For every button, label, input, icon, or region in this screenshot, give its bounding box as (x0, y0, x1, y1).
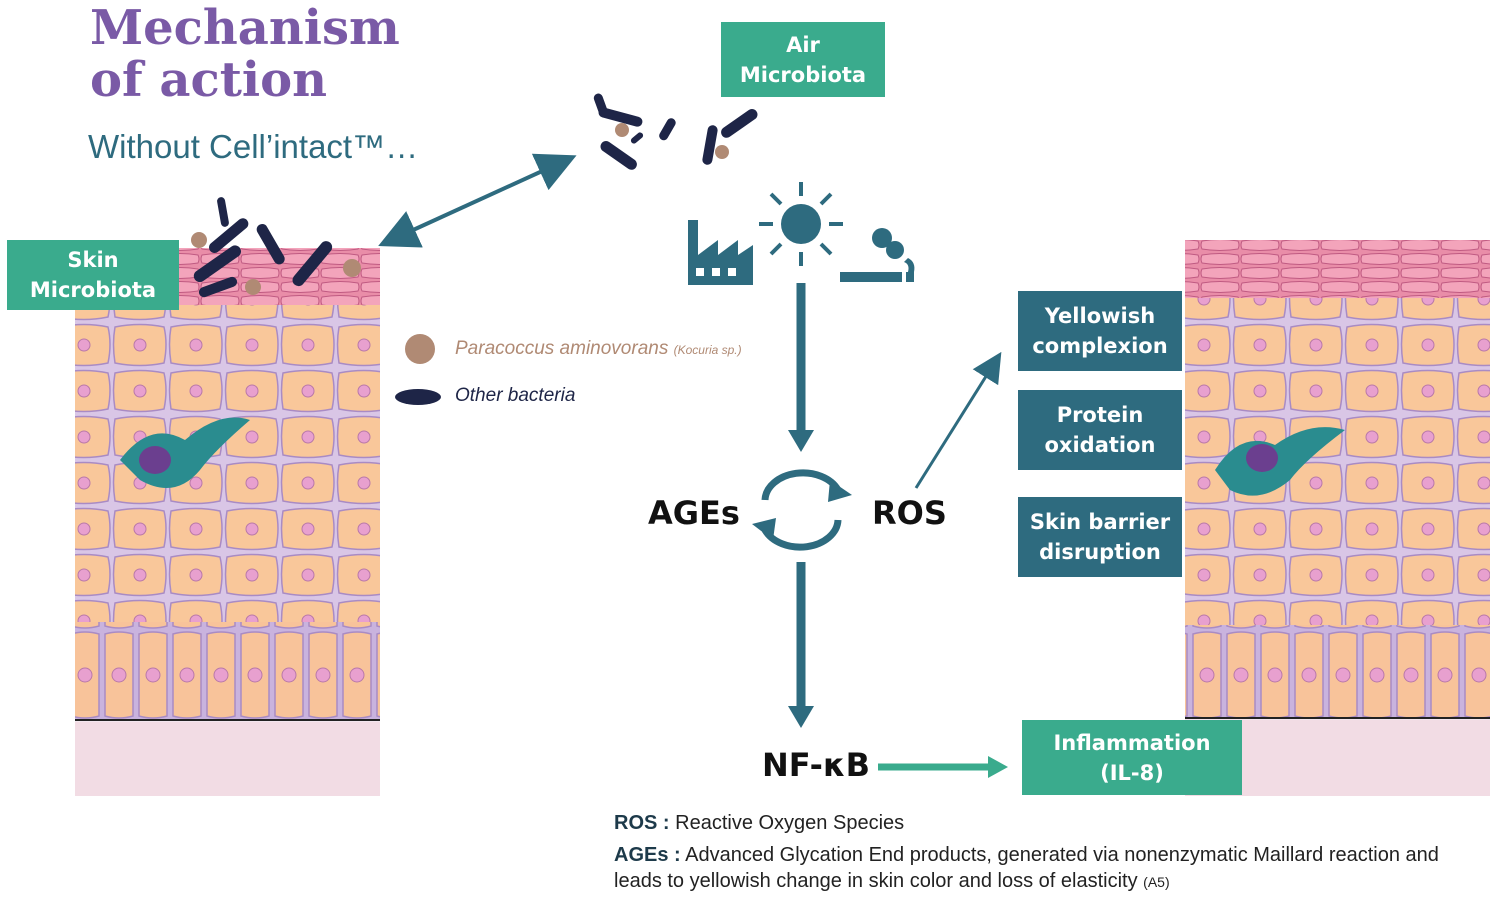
right-skin-illustration (1185, 240, 1490, 796)
footnote-ages-def-2: leads to yellowish change in skin color … (614, 870, 1138, 892)
sun-icon (759, 182, 843, 266)
inflammation-box: Inflammation (IL-8) (1022, 720, 1242, 795)
skin-bacteria (191, 197, 361, 298)
exchange-arrow (378, 153, 577, 248)
title-line-2: of action (90, 52, 328, 108)
skin-microbiota-box: Skin Microbiota (7, 240, 179, 310)
ages-label: AGEs (648, 494, 740, 532)
protein-oxidation-box: Protein oxidation (1018, 390, 1182, 470)
footnote-ros-def: Reactive Oxygen Species (675, 812, 905, 834)
legend-other-bacteria: Other bacteria (455, 385, 576, 406)
legend-paracoccus: Paracoccus aminovorans (Kocuria sp.) (455, 338, 742, 360)
page-title: Mechanism of action (90, 2, 400, 106)
subtitle: Without Cell’intact™… (88, 128, 419, 165)
air-bacteria (593, 93, 758, 170)
kocuria-label: (Kocuria sp.) (673, 343, 742, 357)
ros-label: ROS (872, 494, 947, 532)
ros-effects-arrow (914, 351, 1002, 489)
footnote-ros: ROS : Reactive Oxygen Species (614, 810, 904, 836)
cycle-arrows-icon (752, 469, 852, 551)
left-skin-illustration (75, 248, 380, 796)
footnote-ages: AGEs : Advanced Glycation End products, … (614, 842, 1494, 895)
factory-icon (688, 220, 753, 285)
nfkb-label: NF-κB (762, 746, 871, 784)
footnote-ages-term: AGEs : (614, 844, 681, 866)
other-bacteria-legend-marker (395, 389, 441, 405)
cigarette-smoke-icon (840, 228, 915, 282)
footnote-ages-def-1: Advanced Glycation End products, generat… (685, 844, 1439, 866)
yellowish-complexion-box: Yellowish complexion (1018, 291, 1182, 371)
air-microbiota-box: Air Microbiota (721, 22, 885, 97)
paracoccus-label: Paracoccus aminovorans (455, 338, 669, 359)
title-line-1: Mechanism (90, 0, 400, 56)
skin-barrier-box: Skin barrier disruption (1018, 497, 1182, 577)
footnote-ros-term: ROS : (614, 812, 670, 834)
footnote-ages-ref: (A5) (1143, 874, 1170, 890)
paracoccus-legend-marker (405, 334, 435, 364)
